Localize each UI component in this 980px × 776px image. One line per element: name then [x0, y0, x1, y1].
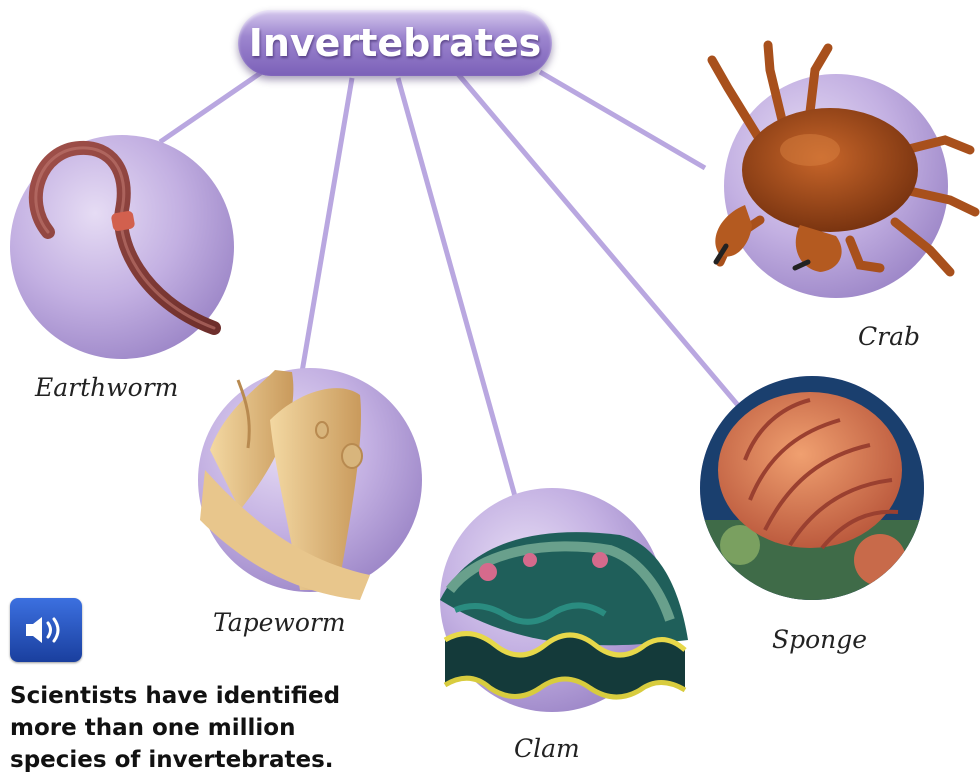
connector-clam [398, 78, 516, 500]
speaker-icon [22, 612, 70, 648]
earthworm-node [10, 135, 234, 359]
connector-tapeworm [302, 78, 352, 372]
connector-earthworm [160, 72, 262, 142]
crab-node [712, 45, 975, 298]
label-earthworm: Earthworm [35, 373, 178, 402]
caption-text: Scientists have identified more than one… [10, 680, 360, 776]
label-sponge: Sponge [772, 625, 867, 654]
sponge-illustration [700, 375, 924, 601]
label-clam: Clam [514, 734, 580, 763]
label-tapeworm: Tapeworm [213, 608, 346, 637]
clam-node [440, 488, 688, 712]
connector-crab [540, 72, 705, 168]
audio-button[interactable] [10, 598, 82, 662]
diagram-title: Invertebrates [249, 21, 542, 65]
title-banner: Invertebrates [238, 10, 552, 76]
label-crab: Crab [858, 322, 920, 351]
sponge-node [700, 375, 924, 601]
tapeworm-node [198, 368, 422, 600]
connector-sponge [458, 74, 742, 410]
